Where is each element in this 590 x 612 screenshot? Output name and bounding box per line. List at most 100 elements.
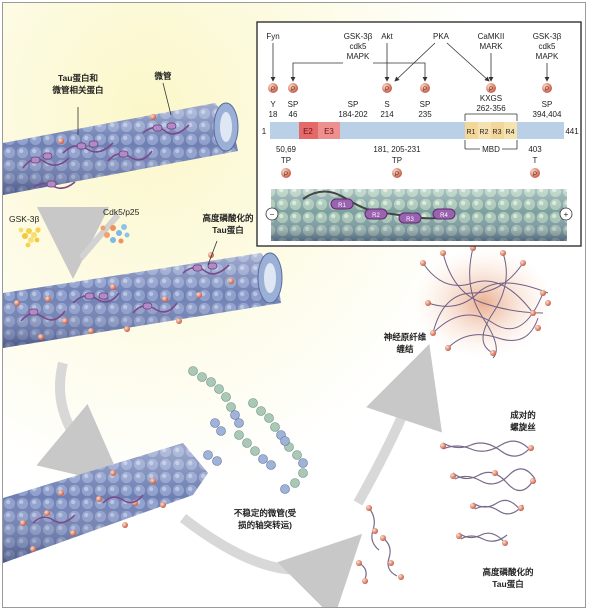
kinase-mark: MARK [479, 42, 503, 51]
domain-r3 [491, 122, 504, 139]
label-hyper-tau-top-2: Tau蛋白 [212, 225, 243, 235]
label-tau-map: Tau蛋白和微管相关蛋白 [51, 73, 103, 95]
site-181: 181, 205-231 [373, 145, 421, 154]
svg-text:P: P [291, 87, 295, 93]
process-arrow-2 [36, 361, 124, 486]
site-18: 18 [269, 110, 278, 119]
site-214: 214 [380, 110, 394, 119]
kinase-pka: PKA [433, 32, 450, 41]
label-microtubule: 微管 [153, 71, 172, 81]
domain-r4-label: R4 [506, 129, 515, 136]
site-46: 46 [289, 110, 298, 119]
tau-pathology-diagram: Tau蛋白和微管相关蛋白 微管 GSK-3β Cdk5/p25 [3, 21, 582, 607]
svg-text:P: P [271, 87, 275, 93]
site-403: 403 [528, 145, 542, 154]
site-kxgs: KXGS [480, 94, 502, 103]
svg-text:P: P [533, 172, 537, 178]
domain-r2-label: R2 [480, 129, 489, 136]
svg-text:P: P [545, 87, 549, 93]
kinase-mapk-2: MAPK [536, 52, 559, 61]
paired-helical-filaments [442, 440, 536, 544]
kinase-mapk-1: MAPK [347, 52, 370, 61]
plus-end-label: + [564, 210, 569, 219]
cdk5p25-cluster [100, 224, 130, 244]
inset-r3: R3 [406, 217, 414, 223]
domain-r3-label: R3 [493, 129, 502, 136]
site-t-403: T [533, 156, 538, 165]
label-gsk3b: GSK-3β [9, 214, 40, 224]
site-184-202: 184-202 [338, 110, 368, 119]
tubulin-strands [188, 366, 308, 494]
inset-r1: R1 [338, 203, 346, 209]
svg-text:P: P [385, 87, 389, 93]
leader-hyper-top [207, 240, 218, 266]
site-sp-46: SP [288, 100, 299, 109]
neurofibrillary-tangle [413, 245, 553, 359]
inset-r2: R2 [372, 213, 380, 219]
bar-start: 1 [262, 127, 267, 136]
svg-text:P: P [284, 172, 288, 178]
phf-phospho [440, 443, 536, 546]
label-unstable-mt-1: 不稳定的微管(受 [234, 508, 297, 518]
site-y: Y [270, 100, 276, 109]
kinase-camkii: CaMKII [478, 32, 505, 41]
domain-r2 [478, 122, 491, 139]
site-50-69: 50,69 [276, 145, 297, 154]
kinase-cdk5-2: cdk5 [539, 42, 556, 51]
free-tau-phospho [356, 505, 404, 584]
process-arrow-4 [353, 344, 442, 506]
microtubule-healthy [3, 102, 239, 195]
minus-end-label: − [270, 210, 275, 219]
gsk3b-cluster [18, 227, 41, 248]
label-cdk5p25: Cdk5/p25 [103, 207, 140, 217]
domain-r1 [465, 122, 478, 139]
site-235: 235 [418, 110, 432, 119]
domain-e3 [318, 122, 340, 139]
tau-domain-inset: Fyn GSK-3β cdk5 MAPK Akt PKA CaMKII MARK… [256, 21, 582, 247]
process-arrow-3 [179, 514, 363, 607]
kinase-akt: Akt [381, 32, 393, 41]
kinase-gsk-2: GSK-3β [533, 32, 562, 41]
site-sp-394: SP [542, 100, 553, 109]
kinase-fyn: Fyn [266, 32, 279, 41]
label-hyper-tau-top-1: 高度磷酸化的 [202, 213, 254, 223]
phospho-bottom: P P P [281, 168, 540, 178]
process-arrow-1b [78, 213, 121, 260]
domain-r1-label: R1 [467, 129, 476, 136]
site-s: S [384, 100, 389, 109]
site-sp-235: SP [420, 100, 431, 109]
label-nft-2: 缠结 [396, 344, 414, 354]
site-tp-50: TP [281, 156, 291, 165]
plus-end-icon [559, 207, 573, 221]
kinase-gsk-1: GSK-3β [344, 32, 373, 41]
label-unstable-mt-2: 损的轴突转运) [238, 520, 292, 530]
site-394-404: 394,404 [533, 110, 562, 119]
label-hyper-tau-bottom-1: 高度磷酸化的 [482, 567, 534, 577]
site-262-356: 262-356 [476, 104, 506, 113]
inset-microtubule: R1 R2 R3 R4 [271, 189, 567, 241]
label-nft-1: 神经原纤维 [384, 332, 427, 342]
kinase-cdk5-1: cdk5 [350, 42, 367, 51]
label-phf-2: 螺旋丝 [510, 422, 536, 432]
label-phf-1: 成对的 [510, 410, 536, 420]
minus-end-icon [265, 207, 279, 221]
microtubule-hyperphosphorylated [3, 252, 283, 348]
inset-r4: R4 [440, 213, 448, 219]
leader-mt [162, 82, 172, 116]
free-hyperphosphorylated-tau [358, 507, 398, 580]
svg-text:P: P [423, 87, 427, 93]
svg-text:P: P [489, 87, 493, 93]
domain-e2-label: E2 [303, 127, 313, 136]
domain-e3-label: E3 [324, 127, 334, 136]
domain-r4 [504, 122, 517, 139]
phospho-top: P P P P P P [268, 83, 552, 93]
svg-text:P: P [395, 172, 399, 178]
bar-end: 441 [565, 127, 579, 136]
label-hyper-tau-bottom-2: Tau蛋白 [492, 579, 523, 589]
site-tp-181: TP [392, 156, 402, 165]
microtubule-unstable [3, 443, 208, 563]
mbd-label: MBD [482, 145, 500, 154]
domain-e2 [299, 122, 318, 139]
site-sp-184: SP [348, 100, 359, 109]
